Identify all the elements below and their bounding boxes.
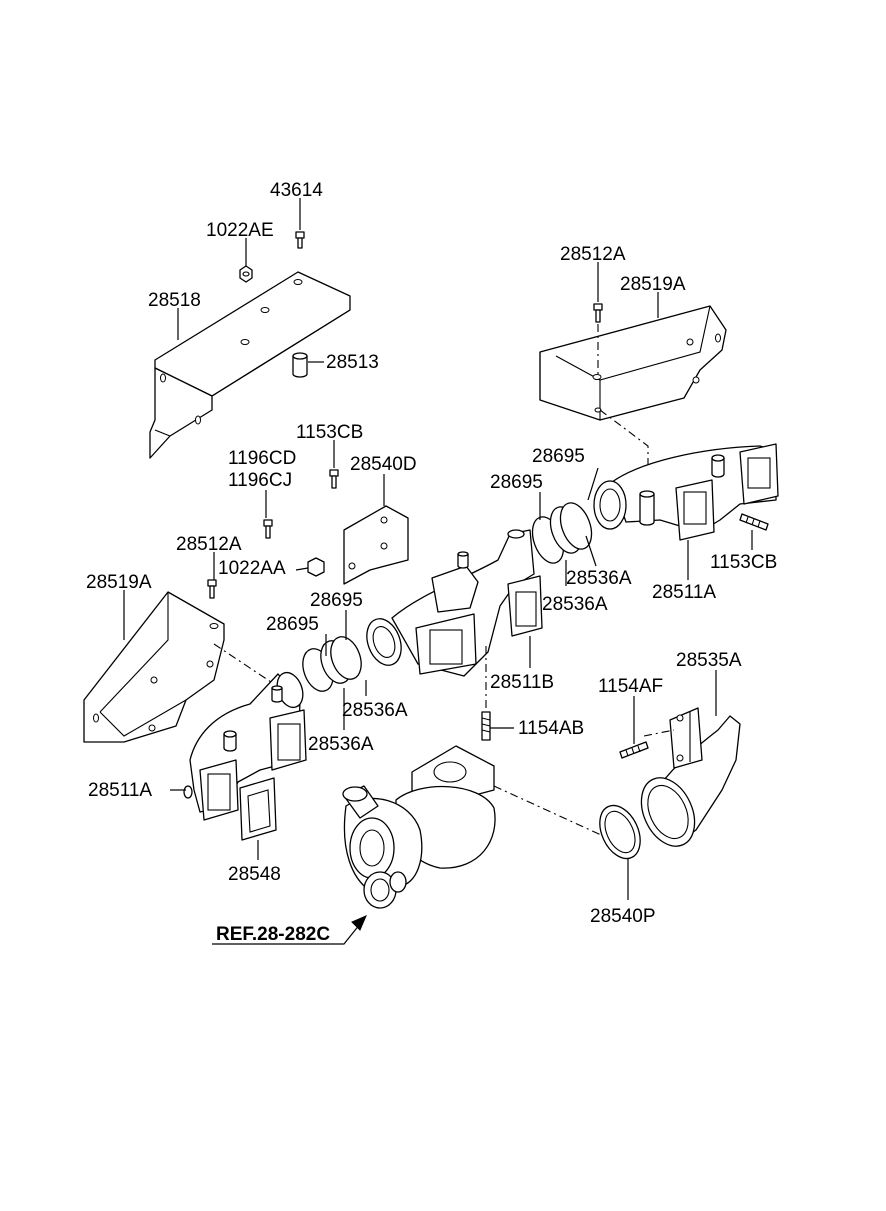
label-28535A: 28535A: [676, 650, 742, 671]
heat-protector-28519A-right: [539, 305, 727, 421]
label-1196CJ: 1196CJ: [228, 470, 292, 491]
nut-1022AA: [307, 557, 325, 577]
part-labels: 43614 1022AE 28518 28513 28512A 28519A 1…: [86, 180, 777, 927]
bolt-28512A-left: [207, 579, 217, 599]
label-28695-a: 28695: [532, 446, 585, 467]
bolt-43614: [295, 231, 305, 249]
stud-1154AB: [481, 711, 491, 741]
label-28512A-top: 28512A: [560, 244, 626, 265]
reference-label: REF.28-282C: [216, 924, 330, 945]
bolt-1153CB-top: [329, 469, 339, 489]
label-28695-c: 28695: [310, 590, 363, 611]
label-28548: 28548: [228, 864, 281, 885]
stud-1154AF: [619, 741, 649, 759]
label-28540P: 28540P: [590, 906, 656, 927]
label-28513: 28513: [326, 352, 379, 373]
seal-rings-middle: [302, 636, 362, 692]
label-1153CB-right: 1153CB: [710, 552, 777, 573]
leader-lines: [123, 198, 753, 900]
label-1153CB-top: 1153CB: [296, 422, 363, 443]
bolt-28512A-top: [593, 303, 603, 323]
label-43614: 43614: [270, 180, 323, 201]
label-28536A-b: 28536A: [542, 594, 608, 615]
clamp-28540P: [599, 804, 641, 860]
reference-arrow: REF.28-282C: [212, 915, 367, 945]
label-1154AB: 1154AB: [518, 718, 584, 739]
seal-rings-right: [531, 502, 593, 564]
label-28536A-a: 28536A: [566, 568, 632, 589]
label-1154AF: 1154AF: [598, 676, 663, 697]
bracket-28540D: [343, 505, 409, 585]
label-28695-d: 28695: [266, 614, 319, 635]
spacer-28513: [292, 352, 308, 378]
label-28536A-c: 28536A: [342, 700, 408, 721]
label-1022AA: 1022AA: [218, 558, 286, 579]
label-28512A-left: 28512A: [176, 534, 242, 555]
label-28536A-d: 28536A: [308, 734, 374, 755]
exhaust-manifold-28511A-right: [593, 443, 779, 541]
heat-protector-28518: [149, 271, 351, 459]
label-28511A-right: 28511A: [652, 582, 716, 603]
label-28518: 28518: [148, 290, 201, 311]
gasket-28548: [239, 777, 277, 841]
label-1022AE: 1022AE: [206, 220, 274, 241]
label-28695-b: 28695: [490, 472, 543, 493]
label-28519A-left: 28519A: [86, 572, 152, 593]
exhaust-manifold-28511B: [366, 529, 543, 677]
label-28540D: 28540D: [350, 454, 417, 475]
bolt-1196CD: [263, 519, 273, 539]
turbocharger: [342, 745, 496, 909]
label-28519A-top: 28519A: [620, 274, 686, 295]
nut-1022AE: [239, 265, 253, 283]
exhaust-manifold-28511A-left: [183, 671, 307, 821]
stud-1153CB-right: [739, 513, 769, 531]
exhaust-pipe-28535A: [640, 707, 741, 847]
heat-protector-28519A-left: [83, 591, 225, 743]
label-28511A-left: 28511A: [88, 780, 152, 801]
label-1196CD: 1196CD: [228, 448, 296, 469]
label-28511B: 28511B: [490, 672, 554, 693]
